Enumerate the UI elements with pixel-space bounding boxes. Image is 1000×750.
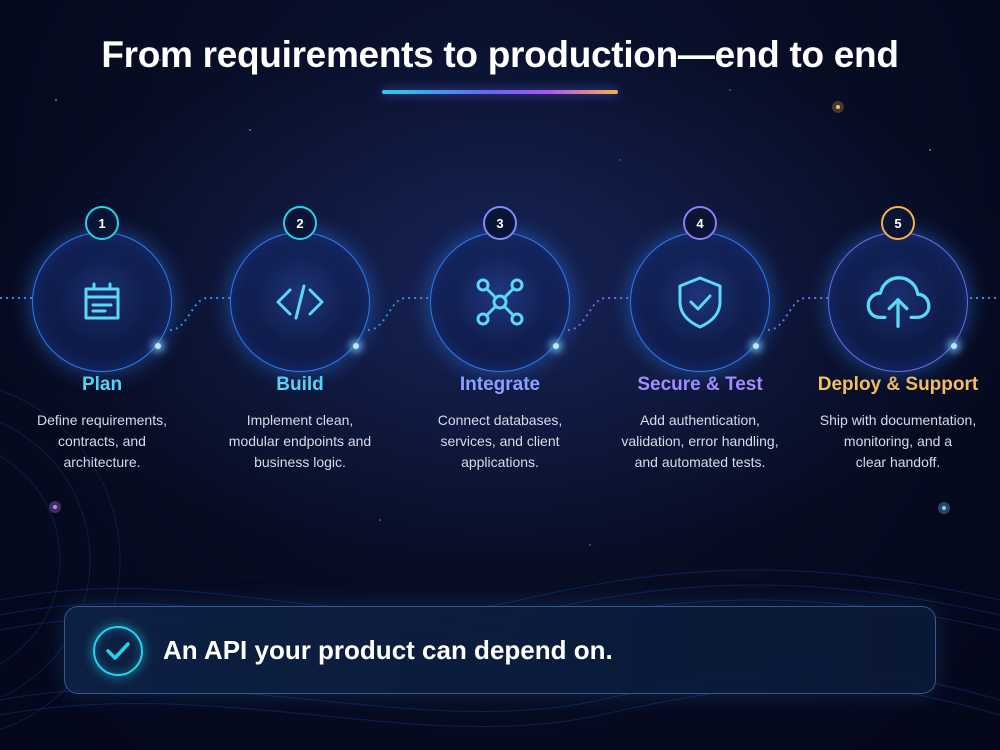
step-number-badge: 4 xyxy=(683,206,717,240)
network-nodes-icon xyxy=(476,278,524,326)
code-brackets-icon xyxy=(276,284,324,320)
step-plan: 1 Plan Define requirements, contracts, a… xyxy=(2,206,202,486)
step-icon-ring xyxy=(32,232,172,372)
step-description: Add authentication, validation, error ha… xyxy=(621,412,779,470)
step-secure-test: 4 Secure & Test Add authentication, vali… xyxy=(600,206,800,486)
step-number-badge: 1 xyxy=(85,206,119,240)
step-description: Define requirements, contracts, and arch… xyxy=(37,412,167,470)
step-icon-ring xyxy=(630,232,770,372)
step-description: Connect databases, services, and client … xyxy=(437,412,563,470)
step-label: Build xyxy=(276,374,324,395)
check-circle-icon xyxy=(93,626,143,676)
shield-check-icon xyxy=(678,276,722,329)
step-integrate: 3 Integrate Connect databases, services,… xyxy=(400,206,600,486)
connector-right-edge xyxy=(964,297,1000,299)
promise-banner: An API your product can depend on. xyxy=(64,606,936,694)
step-description: Implement clean, modular endpoints and b… xyxy=(228,412,372,470)
step-label: Integrate xyxy=(459,374,541,395)
step-number-badge: 5 xyxy=(881,206,915,240)
browser-window-icon xyxy=(84,282,120,320)
title-underline xyxy=(382,90,618,94)
step-deploy-support: 5 Deploy & Support Ship with documentati… xyxy=(798,206,998,486)
step-number-badge: 2 xyxy=(283,206,317,240)
step-build: 2 Build Implement clean, modular endpoin… xyxy=(200,206,400,486)
step-number-badge: 3 xyxy=(483,206,517,240)
page-title: From requirements to production—end to e… xyxy=(101,34,899,75)
step-label: Deploy & Support xyxy=(817,374,979,395)
step-icon-ring xyxy=(230,232,370,372)
step-description: Ship with documentation, monitoring, and… xyxy=(819,412,977,470)
step-icon-ring xyxy=(828,232,968,372)
step-label: Plan xyxy=(81,374,123,395)
banner-text: An API your product can depend on. xyxy=(163,635,613,665)
step-icon-ring xyxy=(430,232,570,372)
cloud-upload-icon xyxy=(866,276,931,328)
step-label: Secure & Test xyxy=(637,374,763,395)
